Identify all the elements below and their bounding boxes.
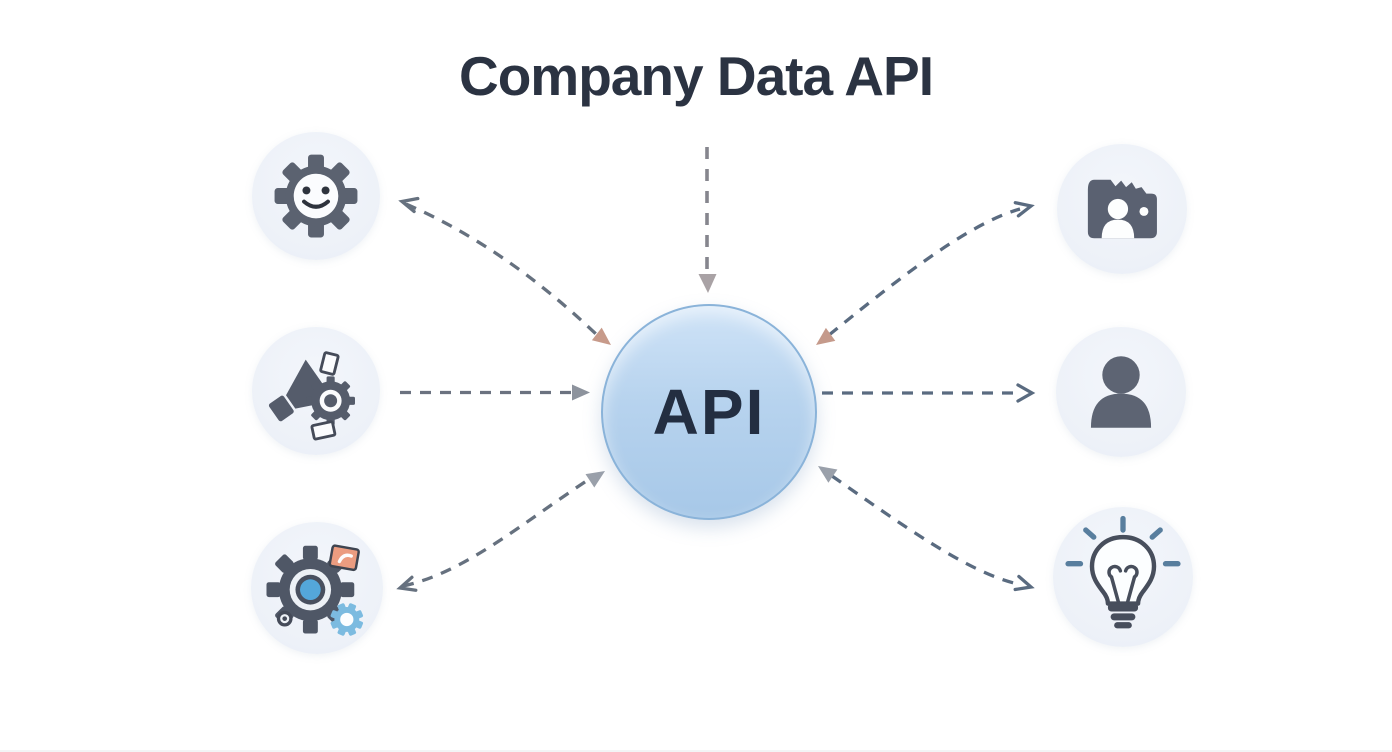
node-middle-right xyxy=(1056,327,1186,457)
bottom-edge-divider xyxy=(0,750,1392,752)
node-bottom-left xyxy=(251,522,383,654)
node-middle-left xyxy=(252,327,380,455)
megaphone-gear-icon xyxy=(268,351,355,441)
folder-person-icon xyxy=(1087,179,1157,239)
lightbulb-icon xyxy=(1065,515,1181,629)
gear-smiley-icon xyxy=(274,154,358,238)
node-top-right xyxy=(1057,144,1187,274)
node-bottom-right xyxy=(1053,507,1193,647)
arrow-hub-bottom-left xyxy=(396,471,605,592)
arrow-middle-left-to-hub xyxy=(400,384,590,401)
gears-workflow-icon xyxy=(266,544,364,636)
api-hub-label: API xyxy=(652,376,766,448)
page-title: Company Data API xyxy=(458,45,934,107)
arrow-hub-to-middle-right xyxy=(822,383,1036,403)
arrow-hub-bottom-right xyxy=(818,466,1035,592)
person-icon xyxy=(1090,356,1152,428)
arrow-hub-top-right xyxy=(816,201,1035,345)
api-hub-node: API xyxy=(601,304,817,520)
arrow-hub-top-left xyxy=(398,196,611,345)
node-top-left xyxy=(252,132,380,260)
arrow-title-to-hub xyxy=(698,147,717,293)
